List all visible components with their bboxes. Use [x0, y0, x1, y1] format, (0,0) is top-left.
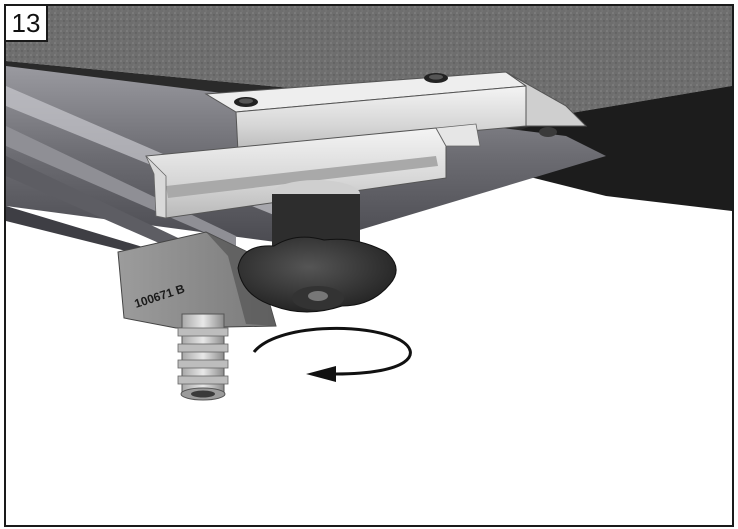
assembly-illustration: 100671 B	[6, 6, 732, 401]
star-knob-icon[interactable]	[237, 180, 397, 313]
upper-bracket	[204, 71, 588, 153]
step-number-box: 13	[6, 6, 48, 42]
manifold-block: 100671 B	[117, 231, 277, 329]
instruction-panel: 13	[4, 4, 734, 527]
counterclockwise-rotation-arrow-icon	[252, 326, 412, 382]
hose-barb-fitting-icon	[177, 313, 229, 401]
step-number: 13	[11, 8, 41, 38]
channel-bracket	[145, 123, 481, 219]
